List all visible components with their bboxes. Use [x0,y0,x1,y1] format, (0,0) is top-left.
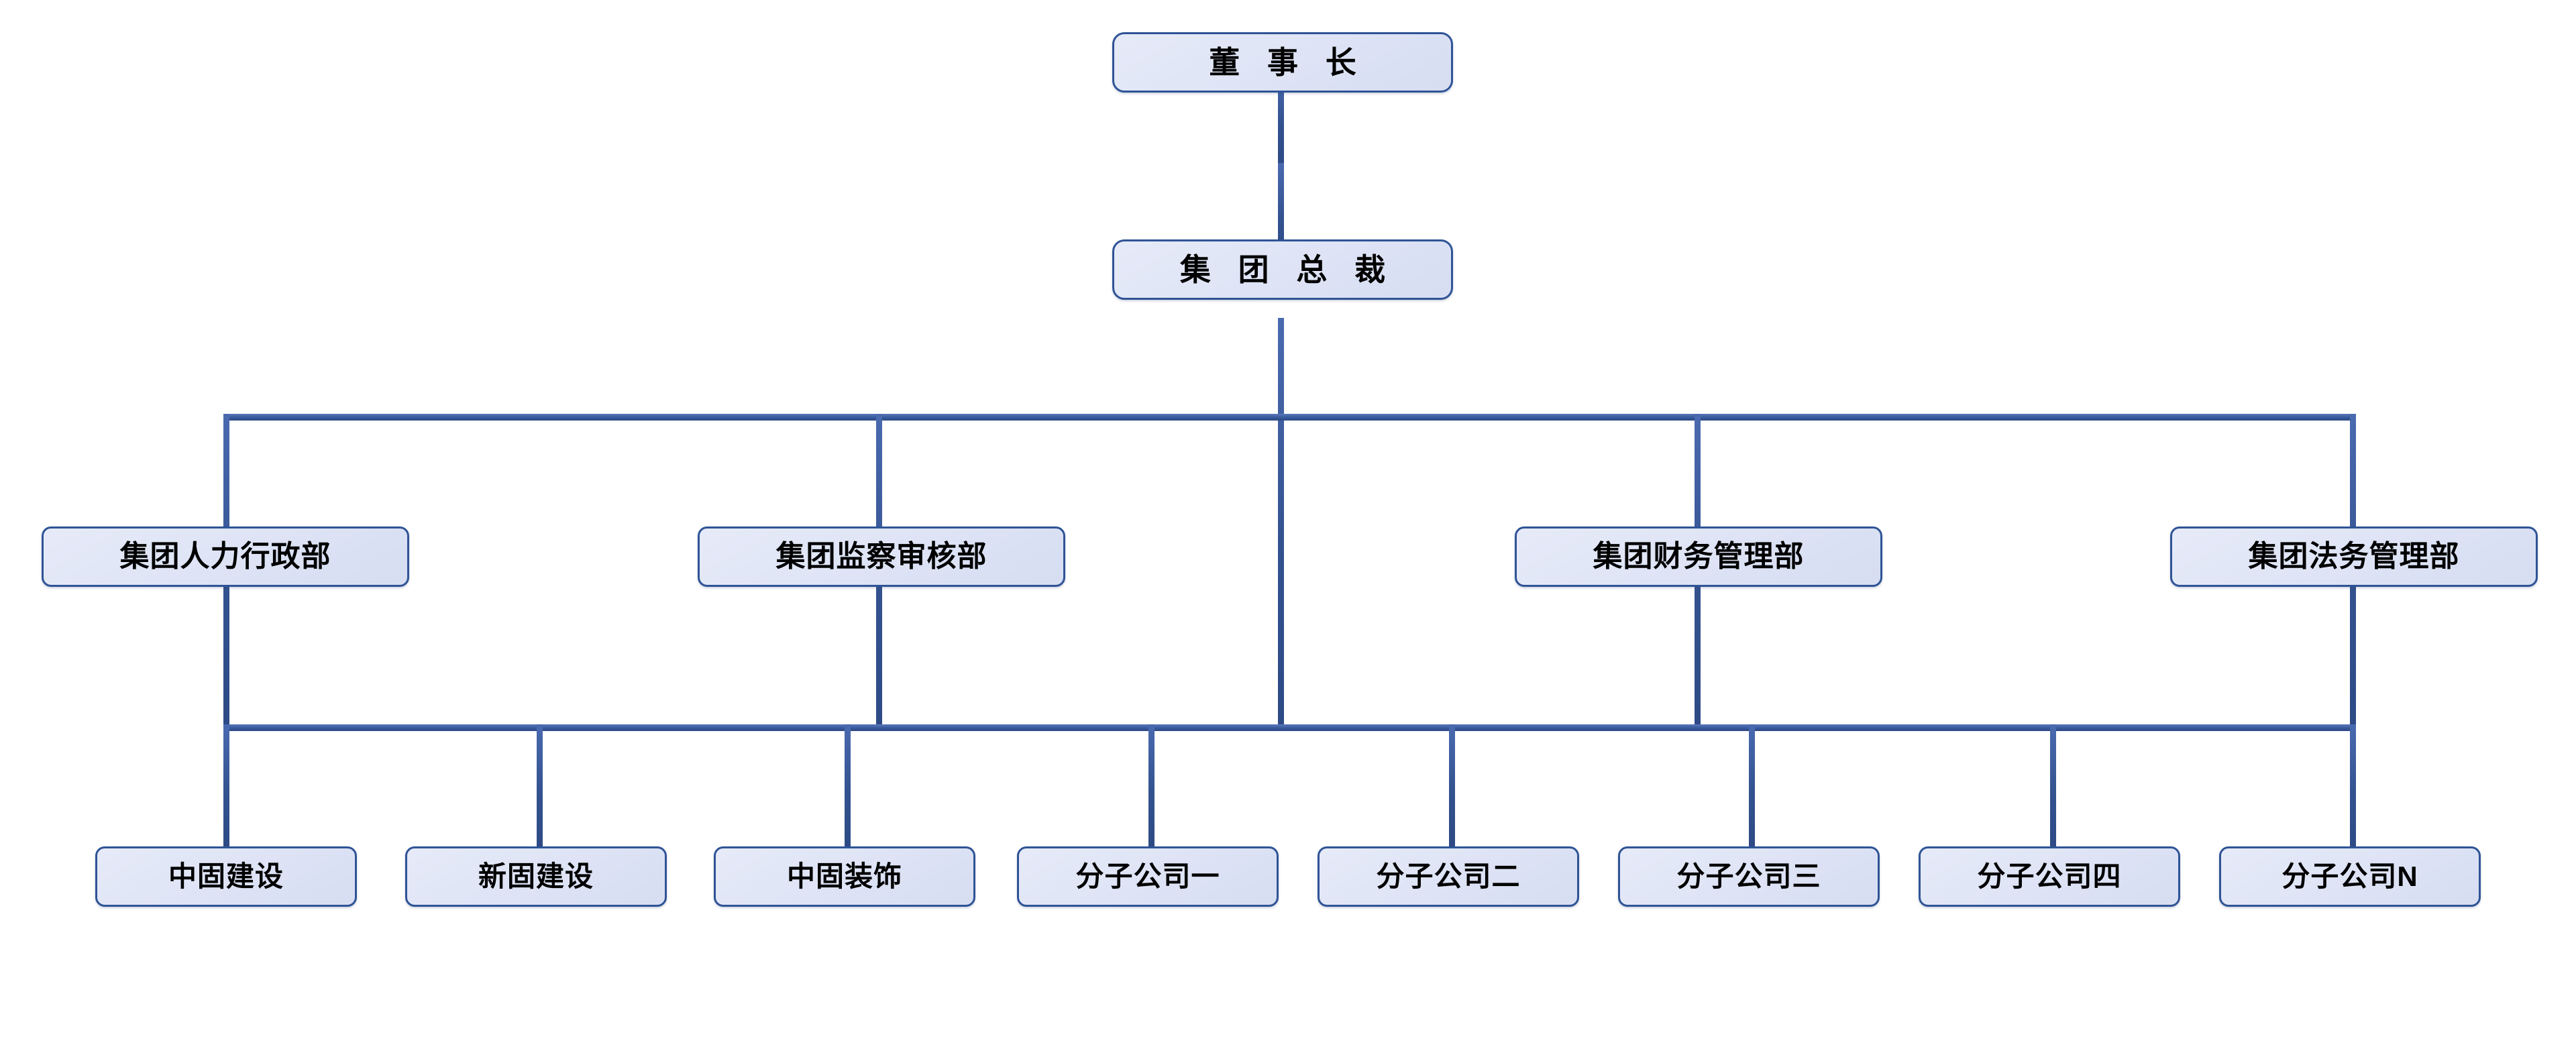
connector-drop-sub-8 [2350,724,2356,848]
connector-drop-sub-1 [223,724,229,848]
node-sub-3-label: 中固装饰 [786,860,902,892]
node-sub-6-label: 分子公司三 [1676,860,1821,892]
node-dept-legal[interactable]: 集团法务管理部 [2170,526,2538,587]
node-sub-7-label: 分子公司四 [1977,860,2122,892]
node-sub-5[interactable]: 分子公司二 [1318,846,1579,907]
node-sub-7[interactable]: 分子公司四 [1919,846,2180,907]
node-sub-2[interactable]: 新固建设 [405,846,667,907]
connector-president-stem-lower [1278,318,1284,730]
node-sub-2-label: 新固建设 [478,860,594,892]
node-sub-1[interactable]: 中固建设 [95,846,357,907]
connector-subsidiary-bus [223,724,2356,731]
node-sub-4-label: 分子公司一 [1075,860,1220,892]
node-sub-4[interactable]: 分子公司一 [1017,846,1279,907]
node-chairman[interactable]: 董 事 长 [1112,32,1453,93]
node-sub-6[interactable]: 分子公司三 [1618,846,1880,907]
connector-drop-sub-5 [1449,724,1455,848]
node-chairman-label: 董 事 长 [1209,44,1366,80]
node-sub-8[interactable]: 分子公司N [2219,846,2481,907]
node-dept-hr[interactable]: 集团人力行政部 [42,526,409,587]
connector-drop-sub-7 [2050,724,2056,848]
node-dept-audit[interactable]: 集团监察审核部 [698,526,1065,587]
node-dept-finance-label: 集团财务管理部 [1593,539,1805,573]
node-dept-finance[interactable]: 集团财务管理部 [1515,526,1882,587]
node-sub-5-label: 分子公司二 [1376,860,1521,892]
node-president[interactable]: 集 团 总 裁 [1112,239,1453,300]
connector-president-stem [1278,163,1284,264]
connector-drop-sub-6 [1749,724,1755,848]
connector-drop-sub-2 [537,724,543,848]
connector-drop-sub-4 [1148,724,1155,848]
node-sub-1-label: 中固建设 [168,860,284,892]
node-sub-8-label: 分子公司N [2282,860,2418,892]
connector-department-bus [223,414,2356,421]
node-dept-legal-label: 集团法务管理部 [2248,539,2460,573]
connector-chairman-to-president [1278,74,1284,164]
connector-drop-sub-3 [845,724,851,848]
node-dept-audit-label: 集团监察审核部 [775,539,987,573]
node-dept-hr-label: 集团人力行政部 [119,539,331,573]
node-sub-3[interactable]: 中固装饰 [714,846,975,907]
node-president-label: 集 团 总 裁 [1179,252,1395,287]
